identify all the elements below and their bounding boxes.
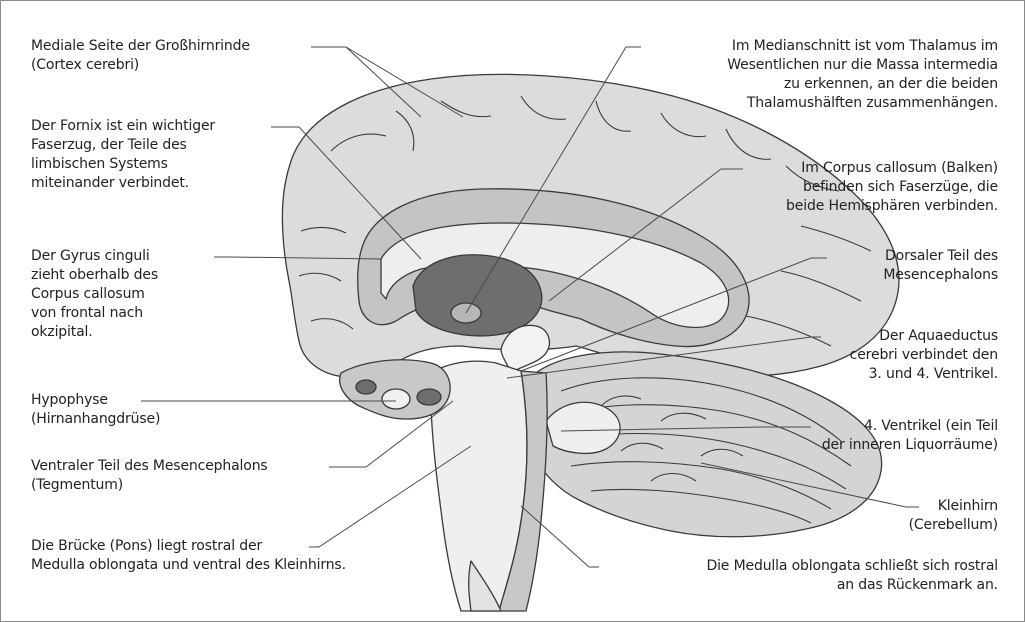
label-kleinhirn: Kleinhirn (Cerebellum) [909, 497, 998, 535]
mammillary-2 [417, 389, 441, 405]
fourth-ventricle [546, 402, 620, 453]
label-gyrus-cinguli: Der Gyrus cinguli zieht oberhalb des Cor… [31, 247, 158, 342]
mammillary-1 [356, 380, 376, 394]
label-medulla-oblongata: Die Medulla oblongata schließt sich rost… [706, 557, 998, 595]
label-fornix: Der Fornix ist ein wichtiger Faserzug, d… [31, 117, 215, 193]
label-4-ventrikel: 4. Ventrikel (ein Teil der inneren Liquo… [822, 417, 998, 455]
thalamus [413, 255, 542, 336]
label-corpus-callosum: Im Corpus callosum (Balken) befinden sic… [786, 159, 998, 216]
label-thalamus: Im Medianschnitt ist vom Thalamus im Wes… [727, 37, 998, 113]
label-dorsal-mesencephalon: Dorsaler Teil des Mesencephalons [883, 247, 998, 285]
label-tegmentum: Ventraler Teil des Mesencephalons (Tegme… [31, 457, 268, 495]
hypophyse [382, 389, 410, 409]
label-hypophyse: Hypophyse (Hirnanhangdrüse) [31, 391, 160, 429]
label-pons: Die Brücke (Pons) liegt rostral der Medu… [31, 537, 346, 575]
label-aquaeductus: Der Aquaeductus cerebri verbindet den 3.… [850, 327, 998, 384]
label-cortex: Mediale Seite der Großhirnrinde (Cortex … [31, 37, 250, 75]
brain [282, 74, 899, 611]
